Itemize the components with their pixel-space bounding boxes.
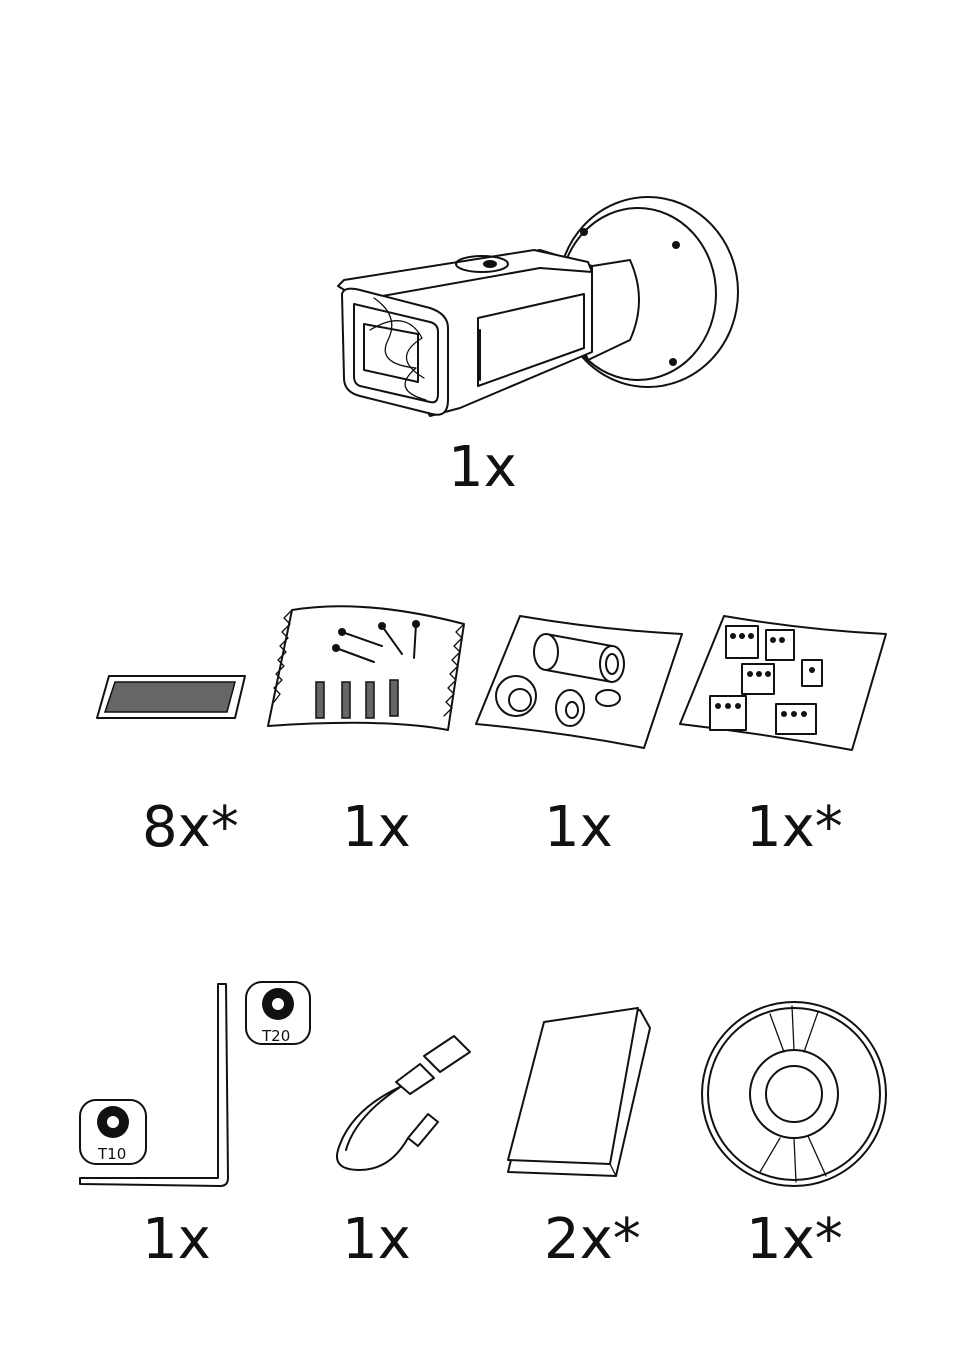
quantity-camera: 1x: [448, 440, 517, 496]
quantity-manual: 2x*: [544, 1212, 641, 1268]
label-sticker-icon: [95, 672, 245, 722]
quantity-video-cable: 1x: [342, 1212, 411, 1268]
bit-label-t20: T20: [262, 1027, 290, 1045]
terminal-block-bag-icon: [676, 612, 888, 754]
bullet-camera-icon: [330, 190, 750, 430]
cd-disc-icon: [700, 1000, 890, 1190]
quantity-terminal-blocks: 1x*: [746, 800, 843, 856]
quantity-screws: 1x: [342, 800, 411, 856]
screw-anchor-bag-icon: [264, 600, 474, 750]
bit-label-t10: T10: [98, 1145, 126, 1163]
cable-gland-bag-icon: [472, 612, 684, 752]
bnc-cable-icon: [330, 1030, 480, 1180]
quantity-torx-key: 1x: [142, 1212, 211, 1268]
quantity-cable-gland: 1x: [544, 800, 613, 856]
quantity-labels: 8x*: [142, 800, 239, 856]
quantity-disc: 1x*: [746, 1212, 843, 1268]
booklet-icon: [506, 1008, 656, 1180]
